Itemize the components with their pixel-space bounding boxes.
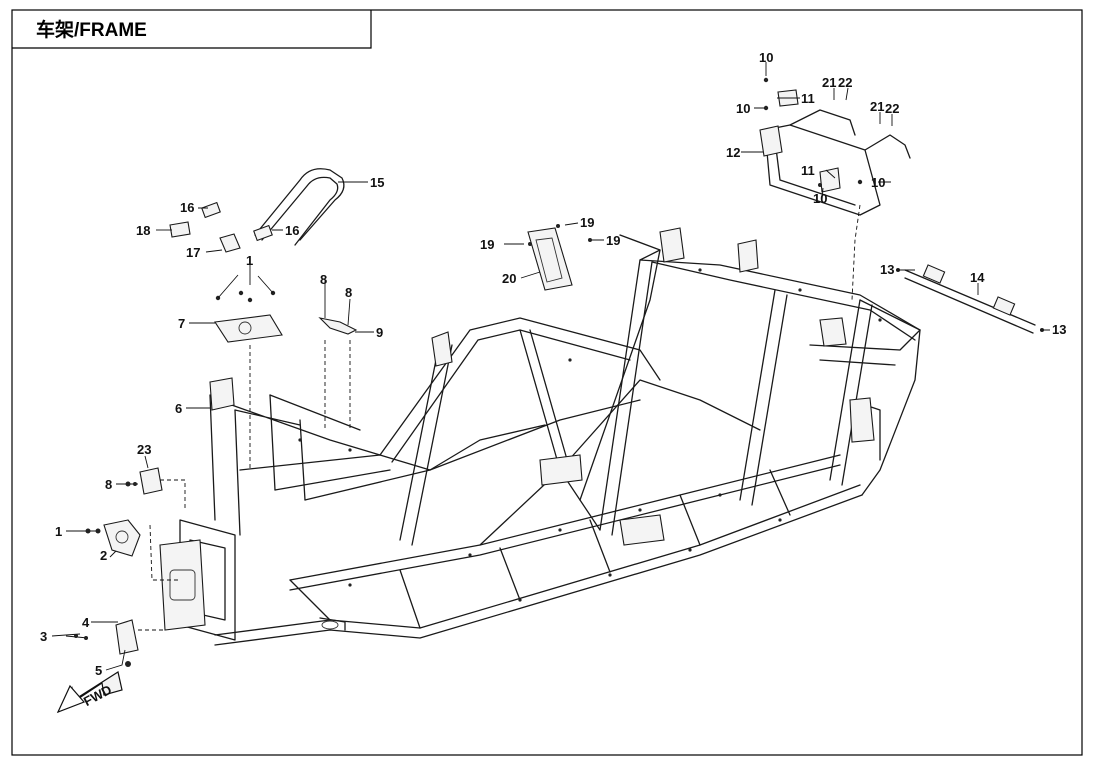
callout-10-a: 10: [759, 50, 773, 65]
callout-16-a: 16: [180, 200, 194, 215]
callout-23: 23: [137, 442, 151, 457]
callout-5: 5: [95, 663, 102, 678]
diagram-title: 车架/FRAME: [36, 18, 147, 41]
callout-17: 17: [186, 245, 200, 260]
leader-lines: [51, 62, 1050, 671]
callout-21-b: 21: [870, 99, 884, 114]
callout-10-d: 10: [871, 175, 885, 190]
callout-13-a: 13: [880, 262, 894, 277]
callout-16-b: 16: [285, 223, 299, 238]
callout-11-b: 11: [801, 163, 815, 178]
main-frame: [159, 227, 921, 646]
fwd-label: FWD: [81, 682, 114, 709]
fwd-arrow-icon: FWD: [56, 671, 123, 714]
callout-15: 15: [370, 175, 384, 190]
callout-18: 18: [136, 223, 150, 238]
callout-6: 6: [175, 401, 182, 416]
callout-14: 14: [970, 270, 985, 285]
callout-13-b: 13: [1052, 322, 1066, 337]
callout-4: 4: [82, 615, 90, 630]
fasteners: [74, 77, 863, 667]
callout-12: 12: [726, 145, 740, 160]
callout-9: 9: [376, 325, 383, 340]
callout-22-b: 22: [885, 101, 899, 116]
callout-10-c: 10: [813, 191, 827, 206]
callout-19-c: 19: [606, 233, 620, 248]
callout-2: 2: [100, 548, 107, 563]
callout-8-top-a: 8: [320, 272, 327, 287]
callout-1-top: 1: [246, 253, 253, 268]
bracket-part-23: [139, 467, 163, 495]
plate-part-7: [214, 314, 283, 343]
callout-19-b: 19: [480, 237, 494, 252]
callout-21-a: 21: [822, 75, 836, 90]
frame-bolts: [298, 268, 882, 602]
callout-22-a: 22: [838, 75, 852, 90]
sheet-border: [11, 9, 1083, 756]
callout-1-left: 1: [55, 524, 62, 539]
callout-8-left: 8: [105, 477, 112, 492]
callout-19-a: 19: [580, 215, 594, 230]
bracket-part-20: [527, 227, 573, 291]
title-box: [12, 10, 372, 49]
rear-bar-part-14: [896, 264, 1044, 334]
bracket-part-4: [115, 619, 139, 655]
callout-11-a: 11: [801, 91, 815, 106]
callout-3: 3: [40, 629, 47, 644]
grab-handle-assembly: [169, 168, 345, 253]
bracket-part-2: [103, 519, 141, 557]
bracket-part-9: [318, 317, 358, 335]
callout-7: 7: [178, 316, 185, 331]
callout-10-b: 10: [736, 101, 750, 116]
callouts: 1 1 2 3 4 5 6 7 8 8 8 9 10 10 10 10 11 1…: [40, 50, 1066, 678]
callout-20: 20: [502, 271, 516, 286]
callout-8-top-b: 8: [345, 285, 352, 300]
